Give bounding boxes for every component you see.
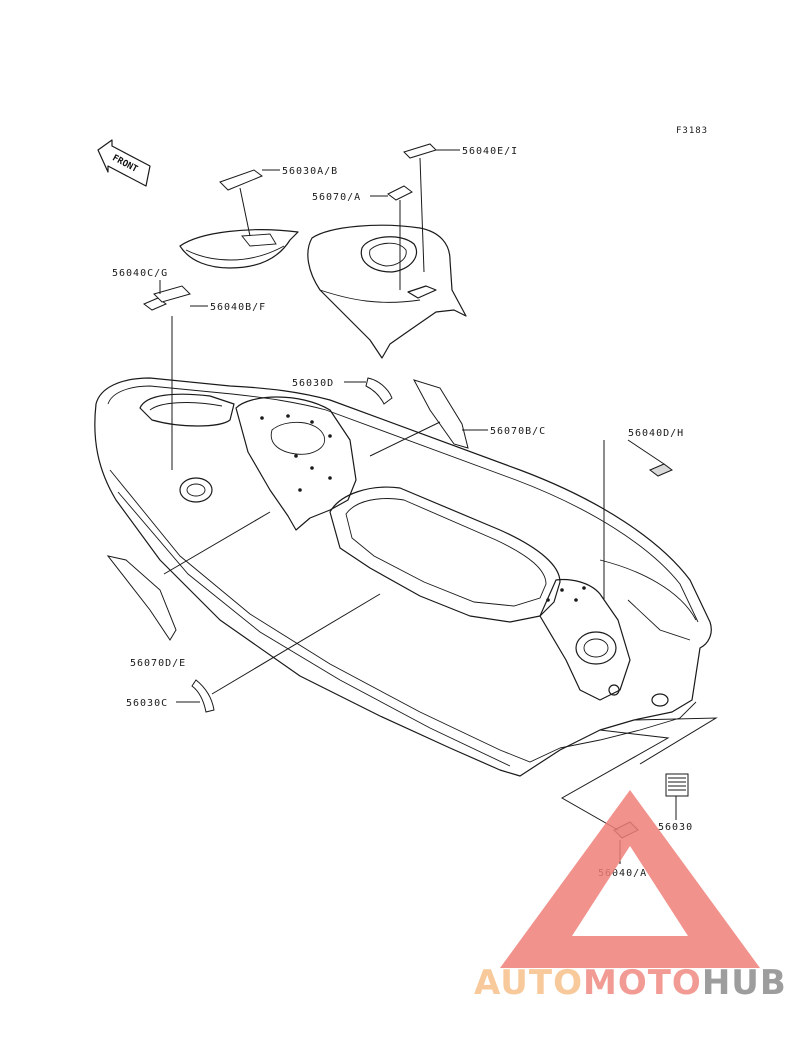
svg-text:AUTOMOTOHUB: AUTOMOTOHUB (474, 963, 787, 1003)
decal-56070DE (106, 555, 177, 641)
decal-56070A (387, 185, 413, 201)
decal-56040DH (649, 463, 673, 477)
watermark-triangle-icon (500, 790, 760, 968)
label-56030AB: 56030A/B (282, 166, 338, 177)
label-56070DE: 56070D/E (130, 658, 186, 669)
hull-body (94, 377, 712, 777)
watermark-word-auto: AUTO (474, 963, 583, 1003)
label-56070A: 56070/A (312, 192, 361, 203)
decal-56040BF (153, 285, 191, 303)
front-label: FRONT (110, 153, 139, 175)
steering-cover-part (307, 224, 467, 359)
watermark-word-moto: MOTO (583, 963, 702, 1003)
front-arrow-icon: FRONT (97, 139, 151, 187)
watermark-word-hub: HUB (702, 963, 787, 1003)
label-56030: 56030 (658, 822, 693, 833)
label-56040BF: 56040B/F (210, 302, 266, 313)
label-56040CG: 56040C/G (112, 268, 168, 279)
decal-56030AB (219, 169, 264, 191)
label-56040A: 56040/A (598, 868, 647, 879)
decal-56030 (665, 773, 689, 797)
watermark-logo: AUTOMOTOHUB (474, 790, 787, 1003)
rear-cover-part (179, 229, 299, 269)
decal-56030C (191, 679, 215, 713)
decal-56040EI (403, 143, 437, 159)
label-56040DH: 56040D/H (628, 428, 684, 439)
label-56070BC: 56070B/C (490, 426, 546, 437)
figure-code: F3183 (676, 126, 708, 136)
leader-lines (159, 149, 718, 864)
label-56040EI: 56040E/I (462, 146, 518, 157)
label-56030D: 56030D (292, 378, 334, 389)
label-56030C: 56030C (126, 698, 168, 709)
decal-56030D (365, 377, 393, 405)
decal-56070BC (412, 379, 469, 449)
